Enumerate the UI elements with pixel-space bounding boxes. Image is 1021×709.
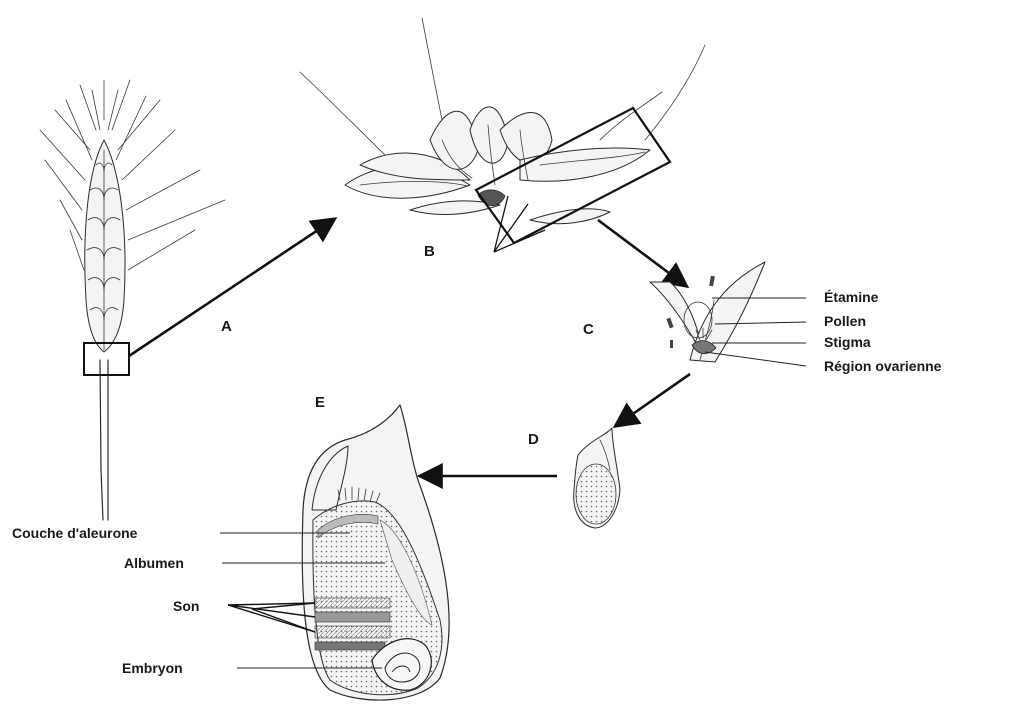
arrow-b-to-c [598,220,685,285]
stage-label-c: C [583,321,594,338]
label-bran: Son [173,598,199,614]
wheat-ear-illustration [40,80,225,520]
label-stigma: Stigma [824,334,871,350]
mature-grain-illustration [220,405,449,700]
label-stamen: Étamine [824,289,879,305]
young-grain-illustration [574,428,620,528]
label-ovary-region: Région ovarienne [824,358,942,374]
label-aleurone-layer: Couche d'aleurone [12,525,138,541]
arrow-c-to-d [617,374,690,425]
arrow-a-to-b [129,220,333,356]
stage-label-e: E [315,394,325,411]
label-embryo: Embryon [122,660,183,676]
spikelet-illustration [300,18,705,252]
label-pollen: Pollen [824,313,866,329]
label-albumen: Albumen [124,555,184,571]
stage-label-d: D [528,431,539,448]
stage-label-a: A [221,318,232,335]
stage-label-b: B [424,243,435,260]
